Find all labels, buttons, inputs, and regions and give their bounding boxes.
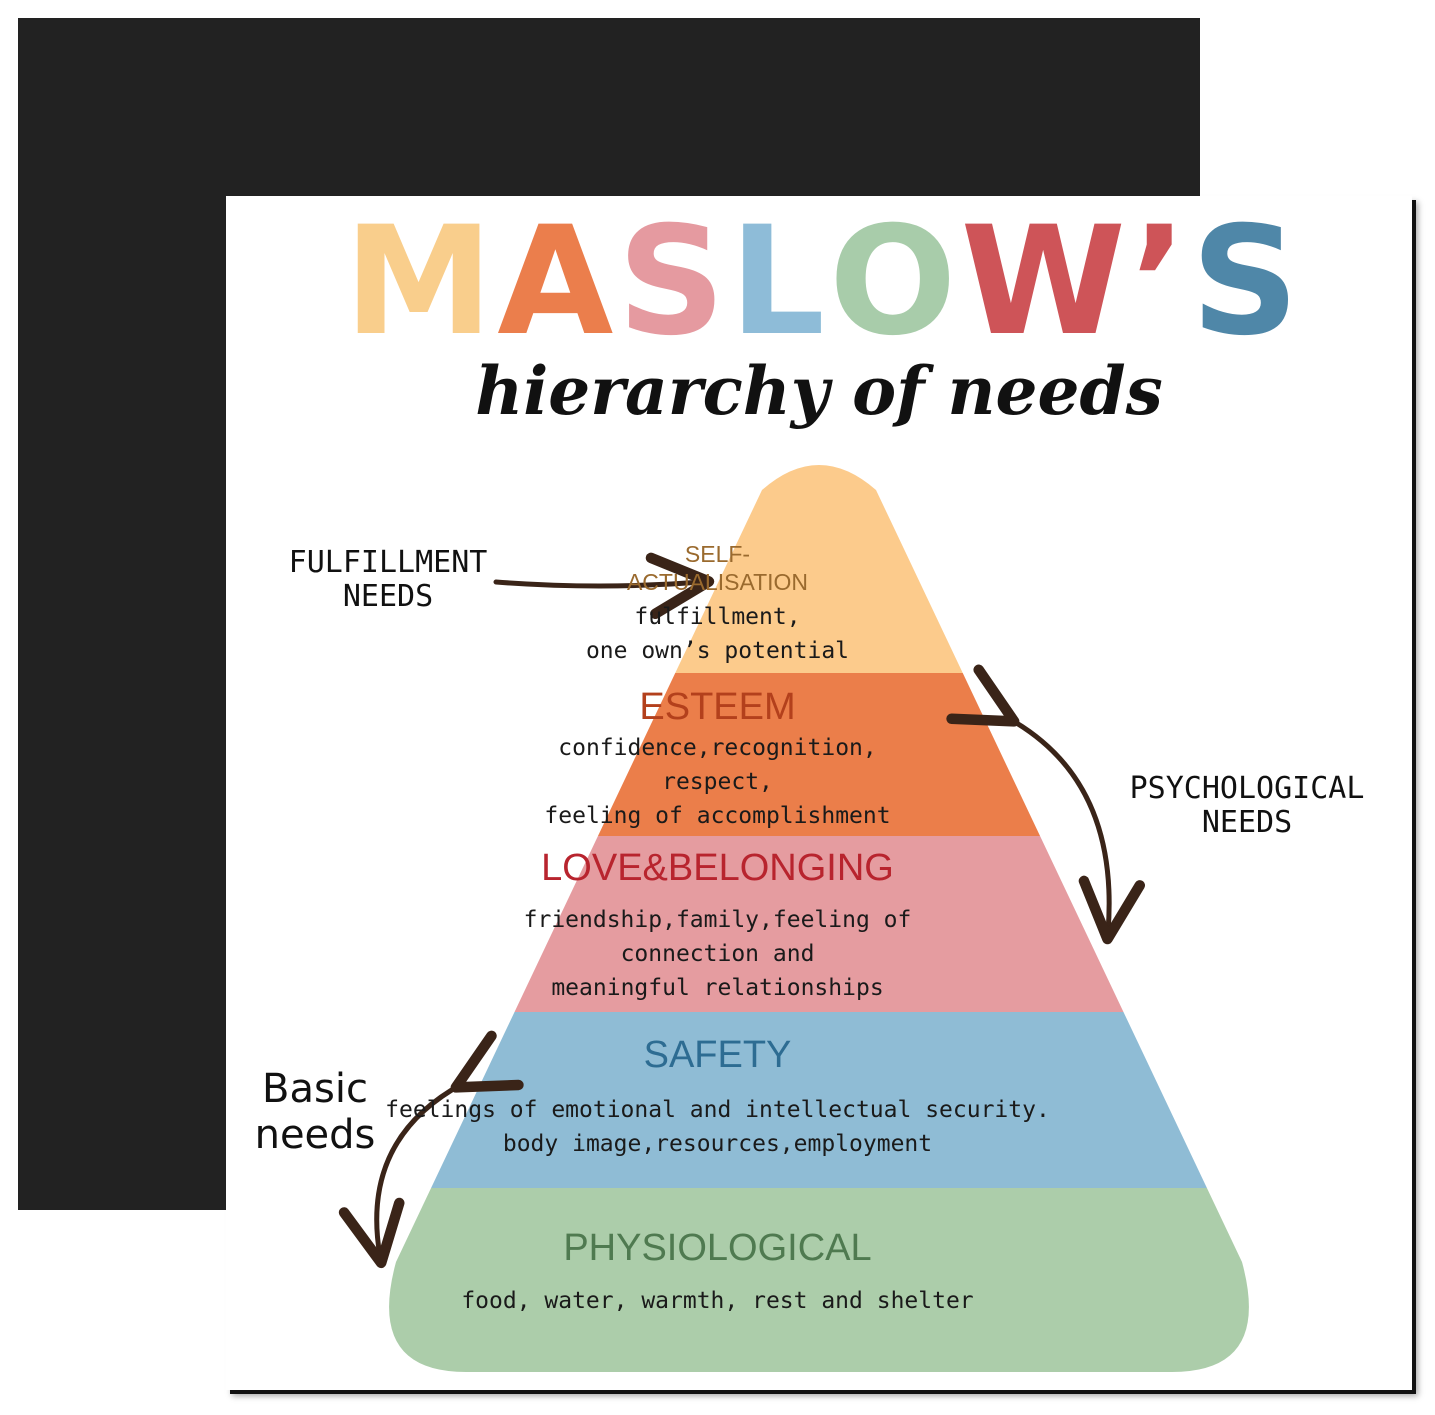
tier-description: confidence,recognition, respect, feeling… [544, 735, 891, 829]
title-letter: O [829, 195, 957, 369]
psychological-needs-label: PSYCHOLOGICAL NEEDS [1129, 771, 1365, 840]
tier-self-actualisation: SELF- ACTUALISATION fulfillment, one own… [0, 540, 1435, 668]
title-letter: L [729, 195, 825, 369]
tier-band-safety [389, 1012, 1249, 1188]
tier-physiological: PHYSIOLOGICAL food, water, warmth, rest … [0, 1226, 1435, 1318]
basic-needs-label: Basic needs [254, 1066, 376, 1158]
tier-name: SAFETY [643, 1034, 792, 1076]
tier-name: LOVE&BELONGING [541, 847, 894, 889]
tier-name: ESTEEM [639, 686, 796, 728]
tier-description: feelings of emotional and intellectual s… [385, 1097, 1050, 1157]
psychological-arrow-icon [946, 664, 1146, 945]
title-letter: S [617, 195, 725, 369]
tier-name: PHYSIOLOGICAL [563, 1227, 872, 1269]
tier-band-physiological [389, 1188, 1249, 1372]
title-letter: A [497, 195, 613, 369]
tier-description: friendship,family,feeling of connection … [523, 907, 912, 1001]
tier-description: fulfillment, one own’s potential [585, 604, 850, 664]
title-letter: W [960, 195, 1126, 369]
subtitle: hierarchy of needs [475, 352, 1163, 430]
title-letter: M [343, 195, 493, 369]
main-title: M A S L O W ’ S [0, 195, 1435, 369]
title-letter: S [1190, 195, 1299, 369]
tier-description: food, water, warmth, rest and shelter [461, 1288, 974, 1314]
fulfillment-needs-label: FULFILLMENT NEEDS [288, 545, 488, 614]
tier-love-belonging: LOVE&BELONGING friendship,family,feeling… [0, 845, 1435, 1005]
tier-safety: SAFETY feelings of emotional and intelle… [0, 1033, 1435, 1161]
title-letter: ’ [1129, 195, 1187, 369]
fulfillment-arrow-icon [493, 552, 715, 619]
tier-name: SELF- ACTUALISATION [626, 541, 809, 595]
tier-esteem: ESTEEM confidence,recognition, respect, … [0, 685, 1435, 833]
basic-needs-arrow-icon [338, 1030, 524, 1269]
